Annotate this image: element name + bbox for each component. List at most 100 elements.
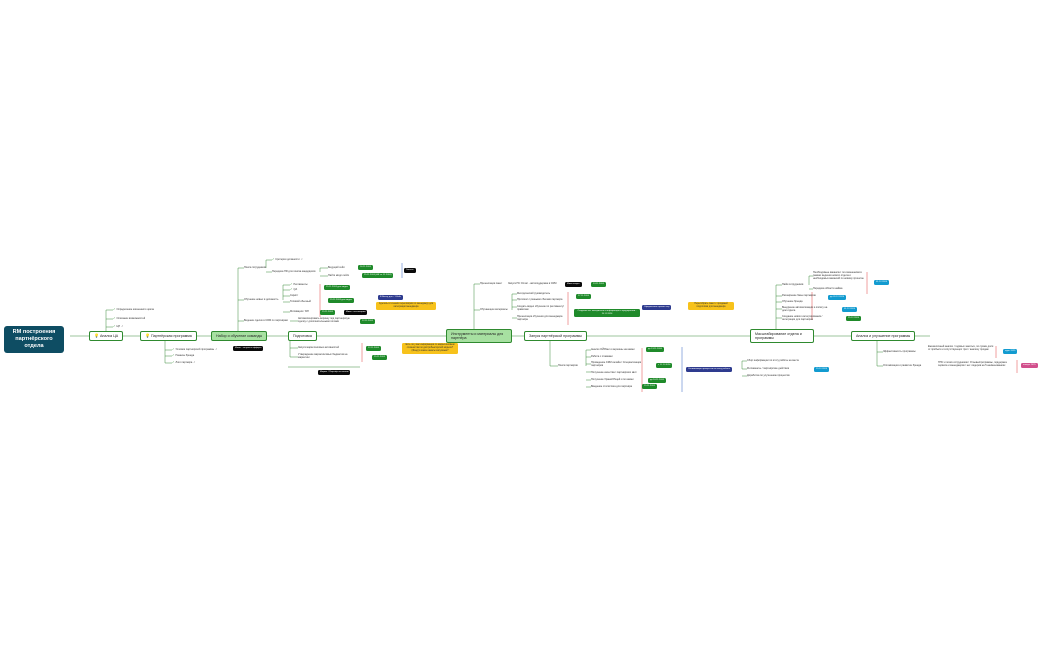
node-preparation[interactable]: Подготовка [288,331,317,341]
leaf-efficiency[interactable]: Эффективность программы [883,350,916,353]
note-training: Сделать в течении переговоров по менедже… [376,302,436,310]
leaf-efficiency-detail[interactable]: Ежемесячный анализ / годовых занятых, по… [928,345,994,352]
node-team[interactable]: Набор и обучение команды [211,331,268,341]
leaf-opportunities[interactable]: ✓Описание возможностей [113,316,146,320]
node-scaling[interactable]: Масштабирование отдела и программы [750,329,814,344]
tag-launch-date-3: до 10.11.2024 [648,378,666,383]
preparation-label: Подготовка [293,333,312,338]
leaf-partner-conditions[interactable]: ✓Условия партнёрской программы⇗ [172,347,218,351]
leaf-script[interactable]: Скрипт [290,294,299,297]
leaf-launch-stats[interactable]: Введение статистика для партнёра [591,385,633,388]
check-icon: ✓ [172,360,175,364]
leaf-partner-search[interactable]: Поиск партнёров [558,364,578,367]
tag-reserves: Запасы [404,268,416,273]
leaf-launch-quality[interactable]: Получение качества / партнёрских квот [591,371,637,374]
leaf-methodist[interactable]: Методический руководитель [517,292,551,295]
leaf-qa[interactable]: ✓QA [290,287,298,291]
leaf-launch-brand[interactable]: Получение брана/Общей и по камни [591,378,634,381]
tag-materials-content: Создание кнт материалов и информации о п… [574,309,640,317]
leaf-optimization-detail[interactable]: ПНС и поиск сотрудников / Отзывы/програм… [938,361,1007,368]
leaf-lead-sales[interactable]: Ведущий сейл [328,266,345,269]
leaf-marketing-budget[interactable]: Утверждение маркетинговых бюджетов на ма… [298,353,348,360]
leaf-training[interactable]: Обучение новых в должность [244,298,279,301]
leaf-brand-training[interactable]: Обучение бренда [782,300,803,303]
tag-launch-date-2: с 11.11.2024 [656,363,673,368]
leaf-ps-launch[interactable]: Запуск ПС Оплат - автоподдержка в CRM [508,282,557,285]
tag-training-video-2: 15.11.2024 для видео [328,298,354,303]
link-icon: ⇗ [121,325,124,328]
tag-training-date: 15.11.2024 [320,310,335,315]
scaling-label: Масштабирование отдела и программы [755,331,802,341]
leaf-hiring[interactable]: Поиск сотрудников [244,266,266,269]
leaf-mid-sales[interactable]: Найти мидл сейлз [328,274,350,277]
tag-hire-date: 01.12.2024 [874,280,889,285]
leaf-hire-staff[interactable]: Найм сотрудников [782,283,804,286]
partner-program-label: Партнёрская программа [150,333,192,338]
leaf-partner-logo[interactable]: ✓Лого партнёра⇗ [172,360,196,364]
leaf-optimization[interactable]: Оптимизация и развитие бренда [883,364,922,367]
check-icon: ✓ [172,353,175,357]
check-icon: ✓ [290,287,293,291]
leaf-materials[interactable]: Обучающие материалы [480,308,508,311]
tag-training-video-1: 15.11.2024 для видео [324,285,350,290]
leaf-cp[interactable]: ✓ЦП⇗ [113,324,124,328]
leaf-new-integration[interactable]: Создание нового интегрирования / интегра… [782,315,823,322]
leaf-automation[interactable]: Внедрение автоматизации и оплату на дом … [782,306,828,313]
analysis-ca-label: Анализ ЦА [99,333,119,338]
tag-scaling-date-3: 25.12.2024 [846,316,861,321]
tag-optimization-date: 15.12.2024 [814,367,829,372]
tag-scaling-date-1: до 01.12.2024 [828,295,847,300]
leaf-video-training[interactable]: Создать видео обучение по регламенту/пра… [517,305,564,312]
node-analysis-ca[interactable]: 💡Анализ ЦА [89,331,124,341]
check-icon: ✓ [290,282,293,286]
lightbulb-icon: 💡 [145,332,150,338]
node-partner-program[interactable]: 💡Партнёрская программа [140,331,197,341]
leaf-process-improvement[interactable]: Доработка по улучшению процессов [747,374,790,377]
tag-case: В Вечер дня - 1 Кейс [378,295,404,300]
leaf-launch-analysis[interactable]: Анализ ОЙ/Ранг и вершины на камни [591,348,635,351]
leaf-marketing-launch[interactable]: Запуск маркетинговых активностей [298,346,339,349]
link-icon: ⇗ [300,258,303,261]
leaf-lifecycle[interactable]: ✓Определение жизненного цикла [113,307,154,311]
leaf-job-criteria[interactable]: ✓Критерии должности⇗ [272,257,303,261]
leaf-hr-handoff[interactable]: Передача HR для поиска кандидатов [272,270,316,273]
leaf-motivation[interactable]: Мотивация / KPI [290,310,309,313]
tag-scaling-date-2: 01.12.2024 [842,307,857,312]
leaf-regulations[interactable]: ✓Регламенты [290,282,308,286]
tag-optimization-month: январь 2025 [1021,363,1038,368]
tag-mini-launch: Мини запуск [565,282,582,287]
tag-mini-suppliers: Мини - поставщики [344,310,368,315]
check-icon: ✓ [272,257,275,261]
tag-hiring-date-1: 16.11.2024 [358,265,373,270]
analytics-label: Анализ и улучшение программы [856,333,911,338]
tag-materials-date: 17.11.2024 [576,294,591,299]
root-node[interactable]: RM построения партнёрского отдела [4,326,64,353]
leaf-hiring-transfer[interactable]: Передача области найма [813,287,843,290]
leaf-typical[interactable]: Типовой обычный [290,300,311,303]
leaf-partner-base[interactable]: Расширение базы партнёров [782,294,816,297]
tag-game-rules: Оформление правил игр [642,305,672,310]
node-launch[interactable]: Запуск партнёрской программы [524,331,587,341]
leaf-crm-funnel[interactable]: Автоматизировать воронку под партнерскую… [298,317,350,324]
leaf-manager-presentation[interactable]: Презентация обучения для менеджера партн… [517,315,563,322]
leaf-launch-rates[interactable]: Работа с ставками [591,355,613,358]
leaf-protocol[interactable]: Протокол с разными сбегами партнёра [517,298,563,301]
leaf-brand-nuances[interactable]: ✓Нюансы бренда [172,353,195,357]
check-icon: ✓ [113,307,116,311]
team-label: Набор и обучение команды [216,333,263,338]
tag-offers: Маме - получить офферы [233,346,264,351]
check-icon: ✓ [113,316,116,320]
leaf-launch-crm[interactable]: Проведение CRM онлайн / Специализация па… [591,361,642,368]
leaf-regulation-actions[interactable]: Регламенты / партнёрские действия [747,367,790,370]
check-icon: ✓ [172,347,175,351]
leaf-collect-info[interactable]: Сбор информации по итогу работы на месте [747,359,800,362]
tag-market-partner: Маркет / Партнёр по итогам [318,370,351,375]
node-tools[interactable]: Инструменты и материалы для партнёра [446,329,512,344]
node-analytics[interactable]: Анализ и улучшение программы [851,331,916,341]
leaf-presentation[interactable]: Презентация пакет [480,282,503,285]
leaf-crm[interactable]: Ведение сделок в CRM по партнёрам [244,319,288,322]
leaf-vacancies[interactable]: Необходимые вакансии: по изменениям в ра… [813,271,864,281]
note-materials: Пересобрать пакет с продажей подготовки … [688,302,734,310]
